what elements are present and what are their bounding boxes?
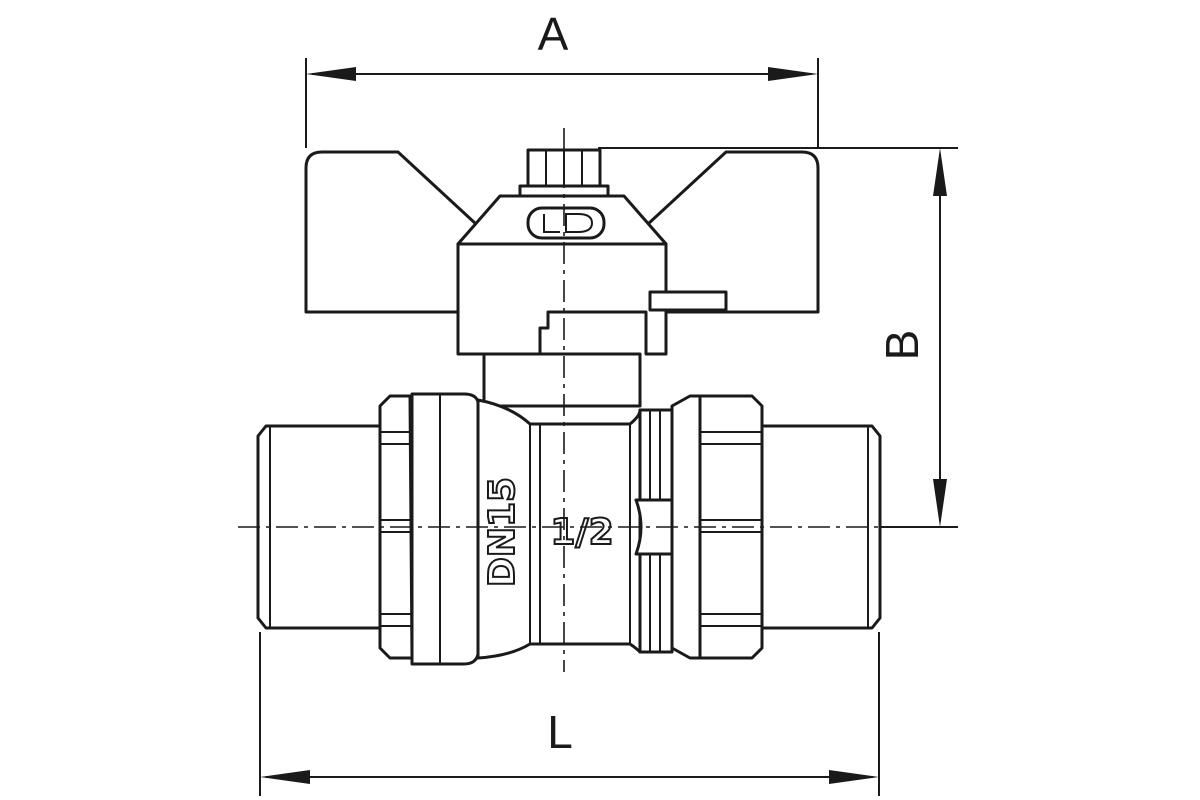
dim-b-arrow-bottom	[933, 479, 947, 527]
dimension-l: L	[259, 632, 880, 796]
nominal-diameter-marking: DN15	[482, 477, 523, 587]
dim-l-arrow-right	[829, 770, 879, 784]
dimension-b-label: B	[876, 330, 928, 361]
brand-logo	[526, 206, 606, 240]
dim-a-arrow-right	[768, 67, 818, 81]
dim-a-arrow-left	[306, 67, 356, 81]
left-body-collar	[410, 392, 480, 666]
dimension-a-label: A	[538, 8, 569, 60]
right-hex-nut	[698, 394, 764, 660]
stem-neck	[482, 352, 642, 408]
dimension-l-label: L	[547, 706, 573, 758]
dim-l-arrow-left	[260, 770, 310, 784]
valve-body	[476, 398, 642, 660]
thread-size-marking: 1/2	[550, 512, 613, 553]
dimension-a: A	[305, 8, 819, 148]
handle-lock-tab	[648, 290, 728, 312]
dim-b-arrow-top	[933, 148, 947, 196]
butterfly-handle	[304, 148, 820, 356]
